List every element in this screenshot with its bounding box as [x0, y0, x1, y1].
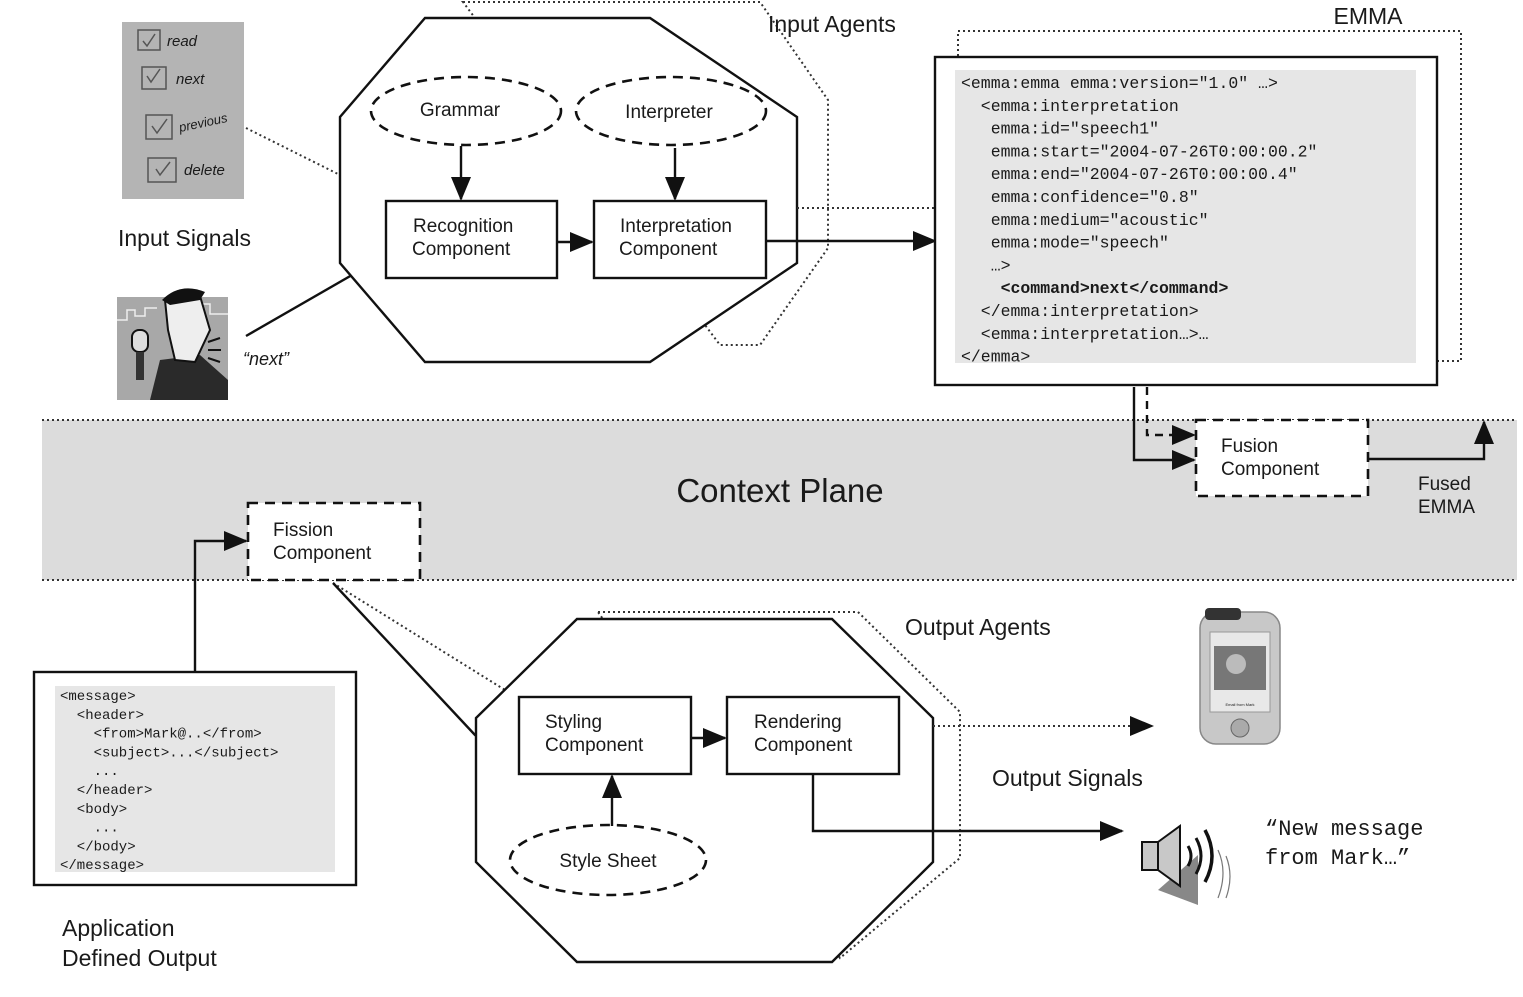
styling-component[interactable]: [517, 695, 693, 776]
fusion-group: Fusion Component Fused EMMA: [1132, 387, 1494, 518]
emma-code-line: emma:id="speech1": [961, 120, 1159, 139]
speech-utterance: “next”: [243, 349, 290, 369]
emma-code-line: <emma:interpretation…>…: [961, 325, 1209, 344]
emma-code-line: </emma:interpretation>: [961, 302, 1199, 321]
rendering-component[interactable]: [725, 695, 901, 776]
recognition-label-line2: Component: [412, 239, 511, 260]
styling-label-line2: Component: [545, 735, 644, 756]
output-signals-label: Output Signals: [992, 765, 1143, 791]
emma-code-line: <emma:emma emma:version="1.0" …>: [961, 74, 1278, 93]
app-output-code-line: </body>: [60, 839, 136, 855]
loudspeaker-icon: [1141, 824, 1231, 905]
checkbox-icon: [145, 114, 173, 140]
style-sheet-label: Style Sheet: [559, 851, 657, 872]
fused-emma-label-line2: EMMA: [1418, 497, 1475, 518]
rendering-label-line1: Rendering: [754, 712, 842, 733]
fission-label-line2: Component: [273, 543, 372, 564]
app-output-code-bg: [55, 686, 335, 872]
interpretation-component[interactable]: [592, 199, 768, 280]
emma-code-line: emma:end="2004-07-26T0:00:00.4": [961, 165, 1298, 184]
recognition-component[interactable]: [384, 199, 559, 280]
checkbox-icon: [147, 157, 177, 183]
ink-photo-bg: [122, 22, 244, 199]
styling-label-line1: Styling: [545, 712, 602, 733]
app-output-label-line2: Defined Output: [62, 945, 217, 971]
style-sheet-ellipse: [508, 823, 708, 897]
emma-code-bg: [955, 70, 1416, 363]
app-output-code-line: </message>: [60, 858, 144, 874]
app-output-code-line: <header>: [60, 708, 144, 724]
emma-code-line: emma:confidence="0.8": [961, 188, 1199, 207]
output-agents-label: Output Agents: [905, 614, 1051, 640]
pda-caption: Email from Mark: [1225, 702, 1254, 707]
suit-icon: [150, 355, 228, 400]
checkbox-icon: [141, 66, 167, 90]
recognition-label-line1: Recognition: [413, 216, 513, 237]
emma-code-line: </emma>: [961, 348, 1030, 367]
speaker-person-image: [117, 288, 228, 400]
app-output-code-line: <message>: [60, 689, 136, 705]
spoken-output-line1: “New message: [1265, 817, 1423, 842]
checkmark-icons: [142, 33, 171, 177]
input-agents-label: Input Agents: [768, 11, 896, 37]
ink-item: read: [167, 33, 198, 50]
fission-component[interactable]: [246, 501, 422, 582]
fusion-component[interactable]: [1194, 418, 1370, 498]
grammar-ellipse: [369, 75, 563, 147]
ink-item: next: [176, 71, 205, 88]
hair-icon: [162, 288, 205, 305]
input-agents-octagon: [338, 16, 799, 364]
input-agents-group: Input Agents Grammar Interpreter Recogni…: [338, 0, 896, 364]
fused-emma-arrow: [1368, 420, 1494, 461]
app-output-code-line: <body>: [60, 802, 127, 818]
app-output-to-fission-arrow: [193, 531, 248, 672]
input-agents-shadow-outline: [461, 0, 829, 346]
rendering-label-line2: Component: [754, 735, 853, 756]
emma-code-line: emma:mode="speech": [961, 234, 1169, 253]
interpretation-label-line1: Interpretation: [620, 216, 732, 237]
spoken-output-line2: from Mark…”: [1265, 846, 1410, 871]
emma-code-line: emma:start="2004-07-26T0:00:00.2": [961, 142, 1317, 161]
emma-code: <emma:emma emma:version="1.0" …> <emma:i…: [961, 74, 1317, 367]
fission-to-output-agents-dotted: [332, 582, 506, 691]
emma-code-line: …>: [961, 256, 1011, 275]
emma-code-line: <command>next</command>: [961, 279, 1228, 298]
fission-group: Fission Component: [193, 501, 519, 745]
checkbox-icon: [137, 29, 161, 51]
pda-device-image: Email from Mark: [1199, 608, 1281, 745]
interpreter-ellipse: [574, 75, 768, 147]
emma-code-line: emma:medium="acoustic": [961, 211, 1209, 230]
app-output-code-line: ...: [60, 821, 119, 837]
emma-shadow-outline: [957, 30, 1462, 362]
interpretation-label-line2: Component: [619, 239, 718, 260]
emma-code-line: <emma:interpretation: [961, 97, 1179, 116]
fused-emma-label-line1: Fused: [1418, 474, 1471, 495]
output-agents-octagon: [474, 617, 935, 964]
app-output-code-line: </header>: [60, 783, 152, 799]
app-output-label-line1: Application: [62, 915, 175, 941]
input-signals-label: Input Signals: [118, 225, 251, 251]
interpreter-label: Interpreter: [625, 102, 713, 123]
emma-document: EMMA <emma:emma emma:version="1.0" …> <e…: [933, 3, 1462, 387]
output-agents-group: Output Agents Styling Component Renderin…: [474, 611, 1051, 964]
ink-item: delete: [184, 162, 225, 179]
ink-input-image: read next previous delete: [122, 22, 244, 199]
emma-to-fusion-dashed-arrow: [1145, 387, 1196, 445]
app-output-code: <message> <header> <from>Mark@..</from> …: [60, 689, 278, 874]
rendering-to-speaker-arrow: [811, 774, 1124, 841]
app-output-code-line: ...: [60, 764, 119, 780]
emma-label: EMMA: [1334, 3, 1404, 29]
fusion-label-line1: Fusion: [1221, 436, 1278, 457]
app-output-document: <message> <header> <from>Mark@..</from> …: [32, 670, 358, 971]
app-output-code-line: <subject>...</subject>: [60, 745, 278, 761]
app-output-code-line: <from>Mark@..</from>: [60, 727, 262, 743]
grammar-label: Grammar: [420, 100, 501, 121]
fusion-label-line2: Component: [1221, 459, 1320, 480]
microphone-icon: [131, 329, 149, 353]
context-plane-label: Context Plane: [676, 472, 883, 509]
fission-label-line1: Fission: [273, 520, 333, 541]
ink-to-input-agent-connector: [245, 127, 341, 176]
emma-to-fusion-arrow: [1132, 387, 1196, 470]
